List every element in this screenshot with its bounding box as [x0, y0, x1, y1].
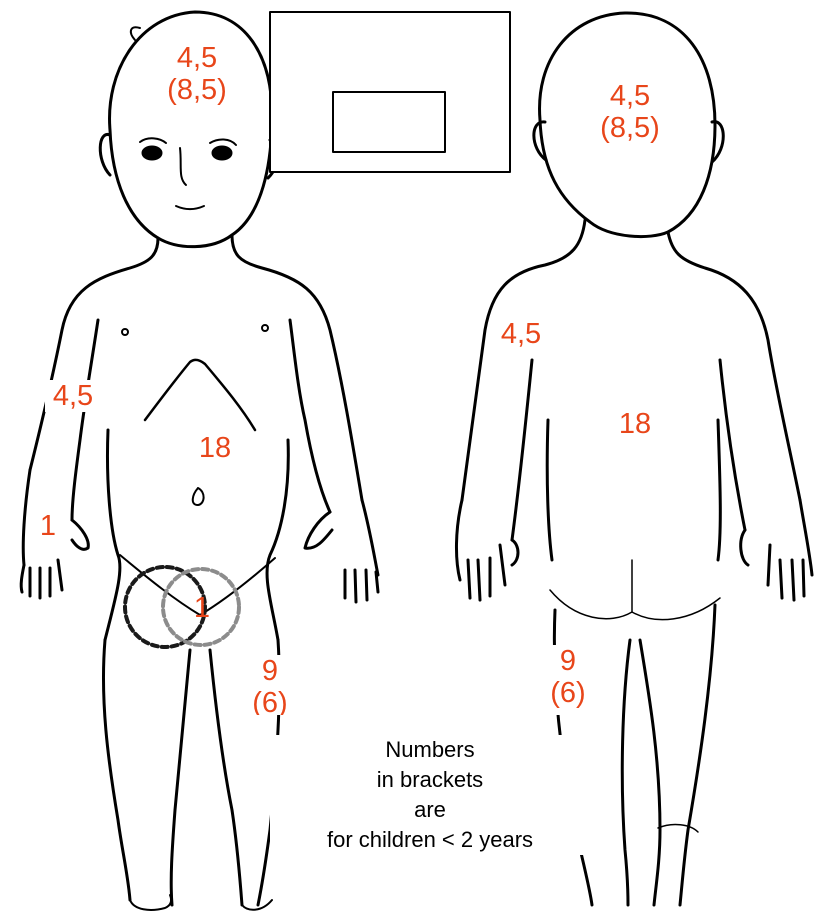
note-line-4: for children < 2 years [270, 825, 590, 855]
front-leg-child-value: (6) [250, 687, 290, 715]
front-hand-label: 1 [38, 510, 58, 542]
back-arm-label: 4,5 [490, 318, 552, 350]
front-head-adult-value: 4,5 [152, 42, 242, 74]
back-head-child-value: (8,5) [585, 112, 675, 144]
back-trunk-label: 18 [610, 408, 660, 440]
back-leg-label: 9 (6) [548, 645, 588, 715]
brackets-note: Numbers in brackets are for children < 2… [270, 735, 590, 855]
note-line-1: Numbers [270, 735, 590, 765]
back-leg-adult-value: 9 [548, 645, 588, 677]
back-head-adult-value: 4,5 [585, 80, 675, 112]
front-head-child-value: (8,5) [152, 74, 242, 106]
back-head-label: 4,5 (8,5) [585, 80, 675, 144]
front-genitals-label: 1 [190, 592, 214, 624]
front-head-label: 4,5 (8,5) [152, 42, 242, 106]
back-leg-child-value: (6) [548, 677, 588, 709]
front-leg-adult-value: 9 [250, 655, 290, 687]
note-line-3: are [270, 795, 590, 825]
front-trunk-label: 18 [190, 432, 240, 464]
note-line-2: in brackets [270, 765, 590, 795]
front-arm-label: 4,5 [45, 380, 101, 412]
front-leg-label: 9 (6) [250, 655, 290, 715]
